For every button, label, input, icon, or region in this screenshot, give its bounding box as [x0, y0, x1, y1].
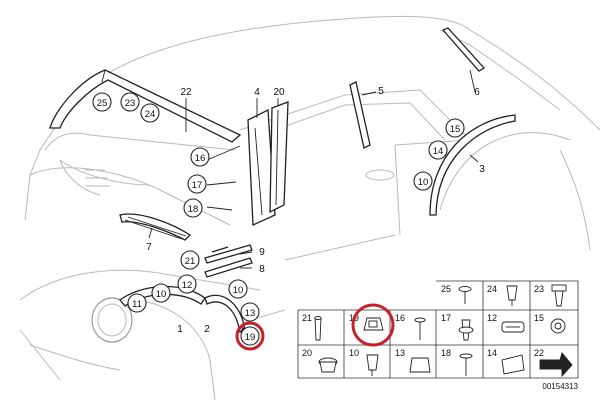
- callout-10c: 10: [233, 285, 244, 296]
- plain-callouts: 22 4 20 5 6 7 9 8 3 1 2: [146, 86, 485, 335]
- callout-21: 21: [185, 256, 196, 267]
- callout-11: 11: [132, 299, 142, 310]
- callout-1: 1: [177, 324, 183, 335]
- callout-6: 6: [474, 87, 480, 98]
- highlight-ring-table-19: [351, 303, 395, 347]
- callout-7: 7: [146, 242, 152, 253]
- table-label-23: 23: [534, 284, 544, 294]
- table-label-13: 13: [395, 348, 405, 358]
- highlight-ring-19: [235, 321, 265, 351]
- table-label-22: 22: [534, 348, 544, 358]
- callout-25: 25: [97, 98, 108, 109]
- wheel-arch-rear: [429, 114, 516, 216]
- callout-2: 2: [204, 324, 210, 335]
- callout-8: 8: [259, 264, 265, 275]
- callout-22: 22: [180, 87, 192, 98]
- table-label-14: 14: [487, 348, 497, 358]
- table-label-25: 25: [441, 284, 451, 294]
- callout-9: 9: [259, 247, 265, 258]
- callout-10b: 10: [156, 289, 167, 300]
- table-label-12: 12: [487, 313, 497, 323]
- callout-12: 12: [182, 280, 193, 291]
- callout-24: 24: [145, 109, 156, 120]
- rear-seal: [441, 27, 486, 72]
- callout-17: 17: [192, 180, 203, 191]
- callout-15: 15: [450, 124, 461, 135]
- callout-18: 18: [188, 204, 199, 215]
- callout-3: 3: [479, 164, 485, 175]
- grille-vent: [119, 213, 192, 241]
- callout-16: 16: [195, 153, 206, 164]
- windshield-seal: [49, 69, 242, 143]
- a-pillar-seal: [269, 101, 289, 214]
- callout-10: 10: [418, 177, 429, 188]
- leader-lines: [148, 69, 479, 269]
- callout-4: 4: [254, 87, 260, 98]
- callout-14: 14: [433, 146, 444, 157]
- callout-23: 23: [125, 98, 136, 109]
- table-label-24: 24: [487, 284, 497, 294]
- circled-callouts: 25 23 24 16 17 18 15 14 10 21 12 10 11 1…: [92, 92, 465, 346]
- table-label-18: 18: [441, 348, 451, 358]
- callout-20: 20: [273, 87, 285, 98]
- side-trim-strips: [204, 244, 253, 278]
- car-body-outline: [19, 15, 600, 400]
- callout-13: 13: [245, 308, 256, 319]
- table-label-16: 16: [395, 313, 405, 323]
- catalog-number: 00154313: [542, 382, 578, 391]
- callout-19: 19: [245, 332, 256, 343]
- table-label-20: 20: [302, 348, 312, 358]
- table-label-10: 10: [349, 348, 359, 358]
- table-label-15: 15: [534, 313, 544, 323]
- fastener-icons: [314, 284, 573, 378]
- callout-5: 5: [378, 86, 384, 97]
- b-pillar-strip: [349, 81, 371, 149]
- a-pillar-trim: [247, 108, 276, 226]
- table-label-17: 17: [441, 313, 451, 323]
- fastener-table: 25 24 23 21 19 16 17 12 15 20 10 13 18 1…: [297, 280, 579, 379]
- table-label-21: 21: [302, 313, 312, 323]
